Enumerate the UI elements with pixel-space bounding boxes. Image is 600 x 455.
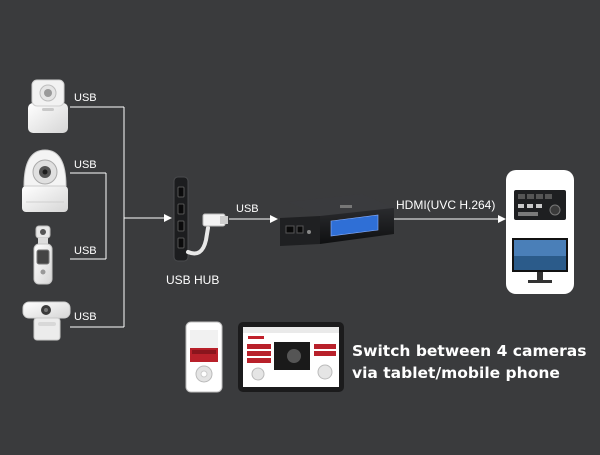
video-encoder-box-icon [280,194,394,246]
usb-label-hub-out: USB [236,203,259,215]
usb-label-cam1: USB [74,92,97,104]
caption: Switch between 4 cameras via tablet/mobi… [352,340,586,384]
hdmi-label: HDMI(UVC H.264) [396,198,496,212]
connector-lines [70,106,500,328]
caption-line-1: Switch between 4 cameras [352,342,587,360]
arrow-to-hub [164,214,172,222]
usb-label-cam2: USB [74,159,97,171]
mobile-phone-icon [185,321,223,393]
usb-label-cam4: USB [74,311,97,323]
usb-hub-icon [173,176,228,262]
caption-line-2: via tablet/mobile phone [352,364,560,382]
switcher-and-monitor-icon [506,170,574,294]
tablet-icon [238,322,344,392]
arrow-to-encoder [270,215,278,223]
pan-tilt-webcam-icon [28,79,68,133]
webcam-icon [22,301,71,341]
gimbal-pocket-camera-icon [33,225,53,285]
usb-hub-label: USB HUB [166,273,220,287]
ptz-dome-camera-icon [22,149,68,212]
arrow-to-output [498,215,506,223]
arrowheads [164,214,506,223]
usb-label-cam3: USB [74,245,97,257]
